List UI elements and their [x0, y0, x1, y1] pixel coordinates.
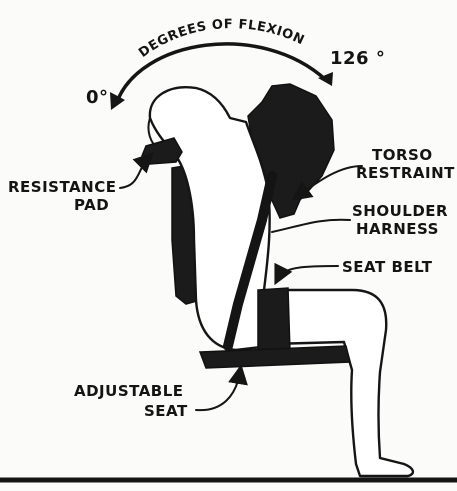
- angle-start-label: 0°: [86, 87, 109, 108]
- leader-resistance-pad: [120, 158, 148, 188]
- label-adjustable-line2: SEAT: [144, 402, 188, 420]
- label-shoulder-line1: SHOULDER: [352, 202, 448, 220]
- arc-arrow-left: [110, 92, 125, 110]
- label-resistance-line2: PAD: [74, 196, 109, 214]
- adjustable-seat: [200, 346, 350, 368]
- leader-seat-belt: [278, 266, 338, 278]
- label-resistance-line1: RESISTANCE: [8, 178, 116, 196]
- label-torso-line2: RESTRAINT: [356, 164, 455, 182]
- label-adjustable-line1: ADJUSTABLE: [74, 382, 184, 400]
- occupant-legs: [270, 290, 413, 476]
- resistance-pad: [142, 138, 182, 164]
- label-torso-line1: TORSO: [372, 146, 433, 164]
- label-shoulder-line2: HARNESS: [356, 220, 439, 238]
- label-seat-belt: SEAT BELT: [342, 258, 433, 276]
- angle-end-label: 126 °: [330, 48, 385, 69]
- seat-belt: [258, 288, 290, 354]
- leader-adjustable-seat: [196, 372, 240, 410]
- leader-shoulder-harness: [272, 220, 350, 232]
